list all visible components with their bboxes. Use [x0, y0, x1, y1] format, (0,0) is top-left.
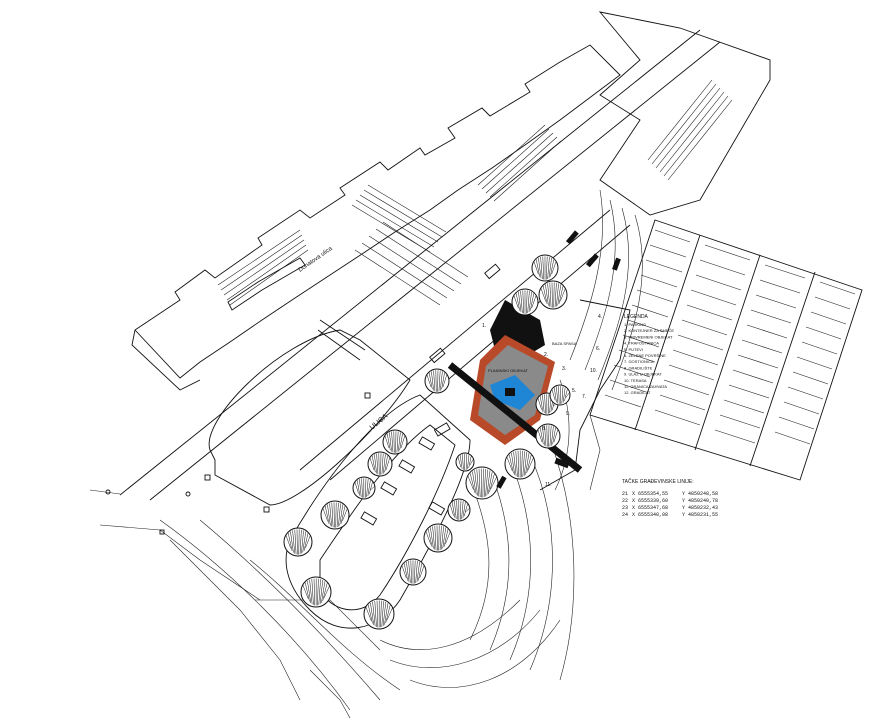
pool-deck [505, 388, 515, 396]
coord-x: X 6555339,60 [632, 498, 668, 504]
legend-item: 12. GRADILAT [624, 390, 651, 395]
walkway-beam [447, 362, 583, 473]
coordinates-table: TAČKE GRAĐEVINSKE LINIJE: 21 X 6555354,55… [622, 478, 718, 518]
tree-icon [320, 500, 350, 530]
car [433, 422, 451, 437]
plan-number: 4. [598, 314, 602, 320]
plan-number-labels: 1. 2. 3. 4. 5. 6. 7. 8. 9. 10. 11. [482, 314, 602, 488]
car [429, 347, 446, 364]
car-dark [496, 475, 507, 489]
ramp-stripes [354, 221, 469, 306]
hatch-block-3 [477, 124, 562, 202]
legend-item: 4. TRAFOSTANICA [624, 341, 659, 346]
coordinate-rows: 21 X 6555354,55 Y 4850248,58 22 X 6555339,60… [622, 491, 718, 518]
coord-x: X 6555354,55 [632, 491, 668, 497]
trees [283, 254, 571, 630]
tree-icon [352, 476, 376, 500]
legend-item: 3. PRIVREMENI OBJEKAT [624, 334, 673, 339]
hatch-block-4 [647, 79, 733, 181]
sports-field [208, 319, 411, 506]
car-dark [554, 457, 570, 469]
terrain-contours [89, 189, 643, 719]
tree-icon [531, 254, 559, 282]
hatch-block-2 [351, 184, 447, 253]
legend-item: 1. PARKING [624, 322, 646, 327]
tree-icon [382, 429, 408, 455]
plan-number: 8. [542, 426, 546, 432]
legend-item: 9. ULAZ U OBJEKAT [624, 372, 662, 377]
tree-icon [363, 598, 395, 630]
car-dark [565, 230, 579, 245]
tree-icon [504, 448, 536, 480]
coord-id: 23 [622, 505, 628, 511]
main-road [119, 29, 721, 501]
plan-number: 3. [562, 366, 566, 372]
coord-id: 24 [622, 512, 628, 518]
plan-number: 10. [590, 368, 597, 374]
building-name-label: PLANINSKI OBJEKAT [488, 368, 528, 373]
coord-id: 21 [622, 491, 628, 497]
tree-icon [424, 368, 450, 394]
coord-x: X 6555340,08 [632, 512, 668, 518]
tree-icon [535, 423, 561, 449]
legend-item: 6. ZELENE POVRŠINE [624, 353, 666, 358]
tree-icon [511, 288, 539, 316]
car [418, 436, 436, 451]
site-markers [105, 392, 371, 535]
plan-number: 11. [545, 482, 552, 488]
coordinates-title: TAČKE GRAĐEVINSKE LINIJE: [622, 478, 694, 485]
coord-id: 22 [622, 498, 628, 504]
legend-item: 2. KONTEJNER ZA SMEĆE [624, 328, 674, 333]
coord-y: Y 4850232,43 [682, 505, 718, 511]
legend-item: 5. PUTEVI [624, 347, 643, 352]
plan-number: 2. [544, 352, 548, 358]
plan-number: 5. [572, 388, 576, 394]
car [428, 501, 446, 516]
street-label-upper: Donatova ulica [298, 246, 334, 274]
car-dark [585, 253, 599, 268]
plan-number: 1. [482, 323, 486, 329]
car [380, 481, 398, 496]
building-tag-label: BAZA SPASA [552, 341, 577, 346]
car [398, 459, 416, 474]
tree-icon [465, 466, 499, 500]
building-row-upper-left [131, 44, 621, 391]
cars [360, 230, 621, 526]
building-upper-right [598, 11, 771, 216]
car [484, 263, 501, 280]
coord-y: Y 4850248,58 [682, 491, 718, 497]
legend-item: 7. GOSTIONICA [624, 359, 654, 364]
street-label-lower: ULICA [369, 413, 390, 432]
coord-x: X 6555347,68 [632, 505, 668, 511]
tree-icon [447, 498, 471, 522]
tree-icon [300, 576, 332, 608]
plan-number: 7. [582, 394, 586, 400]
tree-icon [367, 451, 393, 477]
legend-item: 11. GRANICA ZAHVATA [624, 384, 667, 389]
car [360, 511, 378, 526]
plan-number: 6. [596, 346, 600, 352]
hatch-block-1 [217, 229, 309, 306]
tree-icon [549, 384, 571, 406]
legend-item: 8. GRADILIŠTE [624, 365, 653, 370]
parking-grid [589, 219, 863, 481]
central-building: PLANINSKI OBJEKAT BAZA SPASA [447, 300, 583, 473]
tree-icon [538, 280, 568, 310]
tree-icon [399, 558, 427, 586]
car-dark [612, 257, 621, 271]
coord-y: Y 4850240,78 [682, 498, 718, 504]
plan-number: 9. [566, 411, 570, 417]
tree-icon [283, 527, 313, 557]
tree-icon [423, 523, 453, 553]
tree-icon [455, 452, 475, 472]
coord-y: Y 4850231,55 [682, 512, 718, 518]
legend-item: 10. TERASA [624, 378, 647, 383]
legend-title: LEGENDA [624, 314, 649, 320]
